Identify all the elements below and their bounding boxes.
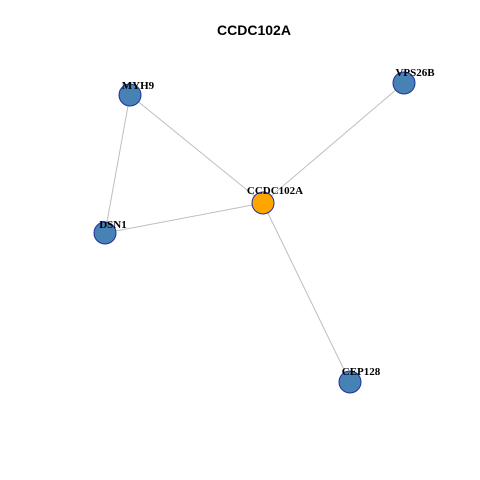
edge-dsn1-ccdc102a xyxy=(104,202,264,234)
edge-layer xyxy=(104,82,405,383)
node-circle-cep128[interactable] xyxy=(338,370,362,394)
node-circle-ccdc102a[interactable] xyxy=(251,191,275,215)
node-circle-myh9[interactable] xyxy=(118,83,142,107)
node-label-vps26b: VPS26B xyxy=(395,67,435,79)
node-vps26b[interactable]: VPS26B xyxy=(392,67,435,95)
node-cep128[interactable]: CEP128 xyxy=(338,366,381,394)
node-myh9[interactable]: MYH9 xyxy=(118,80,155,107)
node-circle-dsn1[interactable] xyxy=(93,221,117,245)
node-circle-vps26b[interactable] xyxy=(392,71,416,95)
node-label-dsn1: DSN1 xyxy=(99,219,127,231)
node-dsn1[interactable]: DSN1 xyxy=(93,219,127,245)
node-label-cep128: CEP128 xyxy=(342,366,381,378)
edge-myh9-ccdc102a xyxy=(129,94,264,204)
node-label-myh9: MYH9 xyxy=(122,80,155,92)
graph-title: CCDC102A xyxy=(217,22,291,38)
node-ccdc102a[interactable]: CCDC102A xyxy=(247,185,303,215)
edge-cep128-ccdc102a xyxy=(262,202,351,383)
node-label-ccdc102a: CCDC102A xyxy=(247,185,303,197)
edge-vps26b-ccdc102a xyxy=(262,82,405,204)
edge-myh9-dsn1 xyxy=(104,94,131,234)
